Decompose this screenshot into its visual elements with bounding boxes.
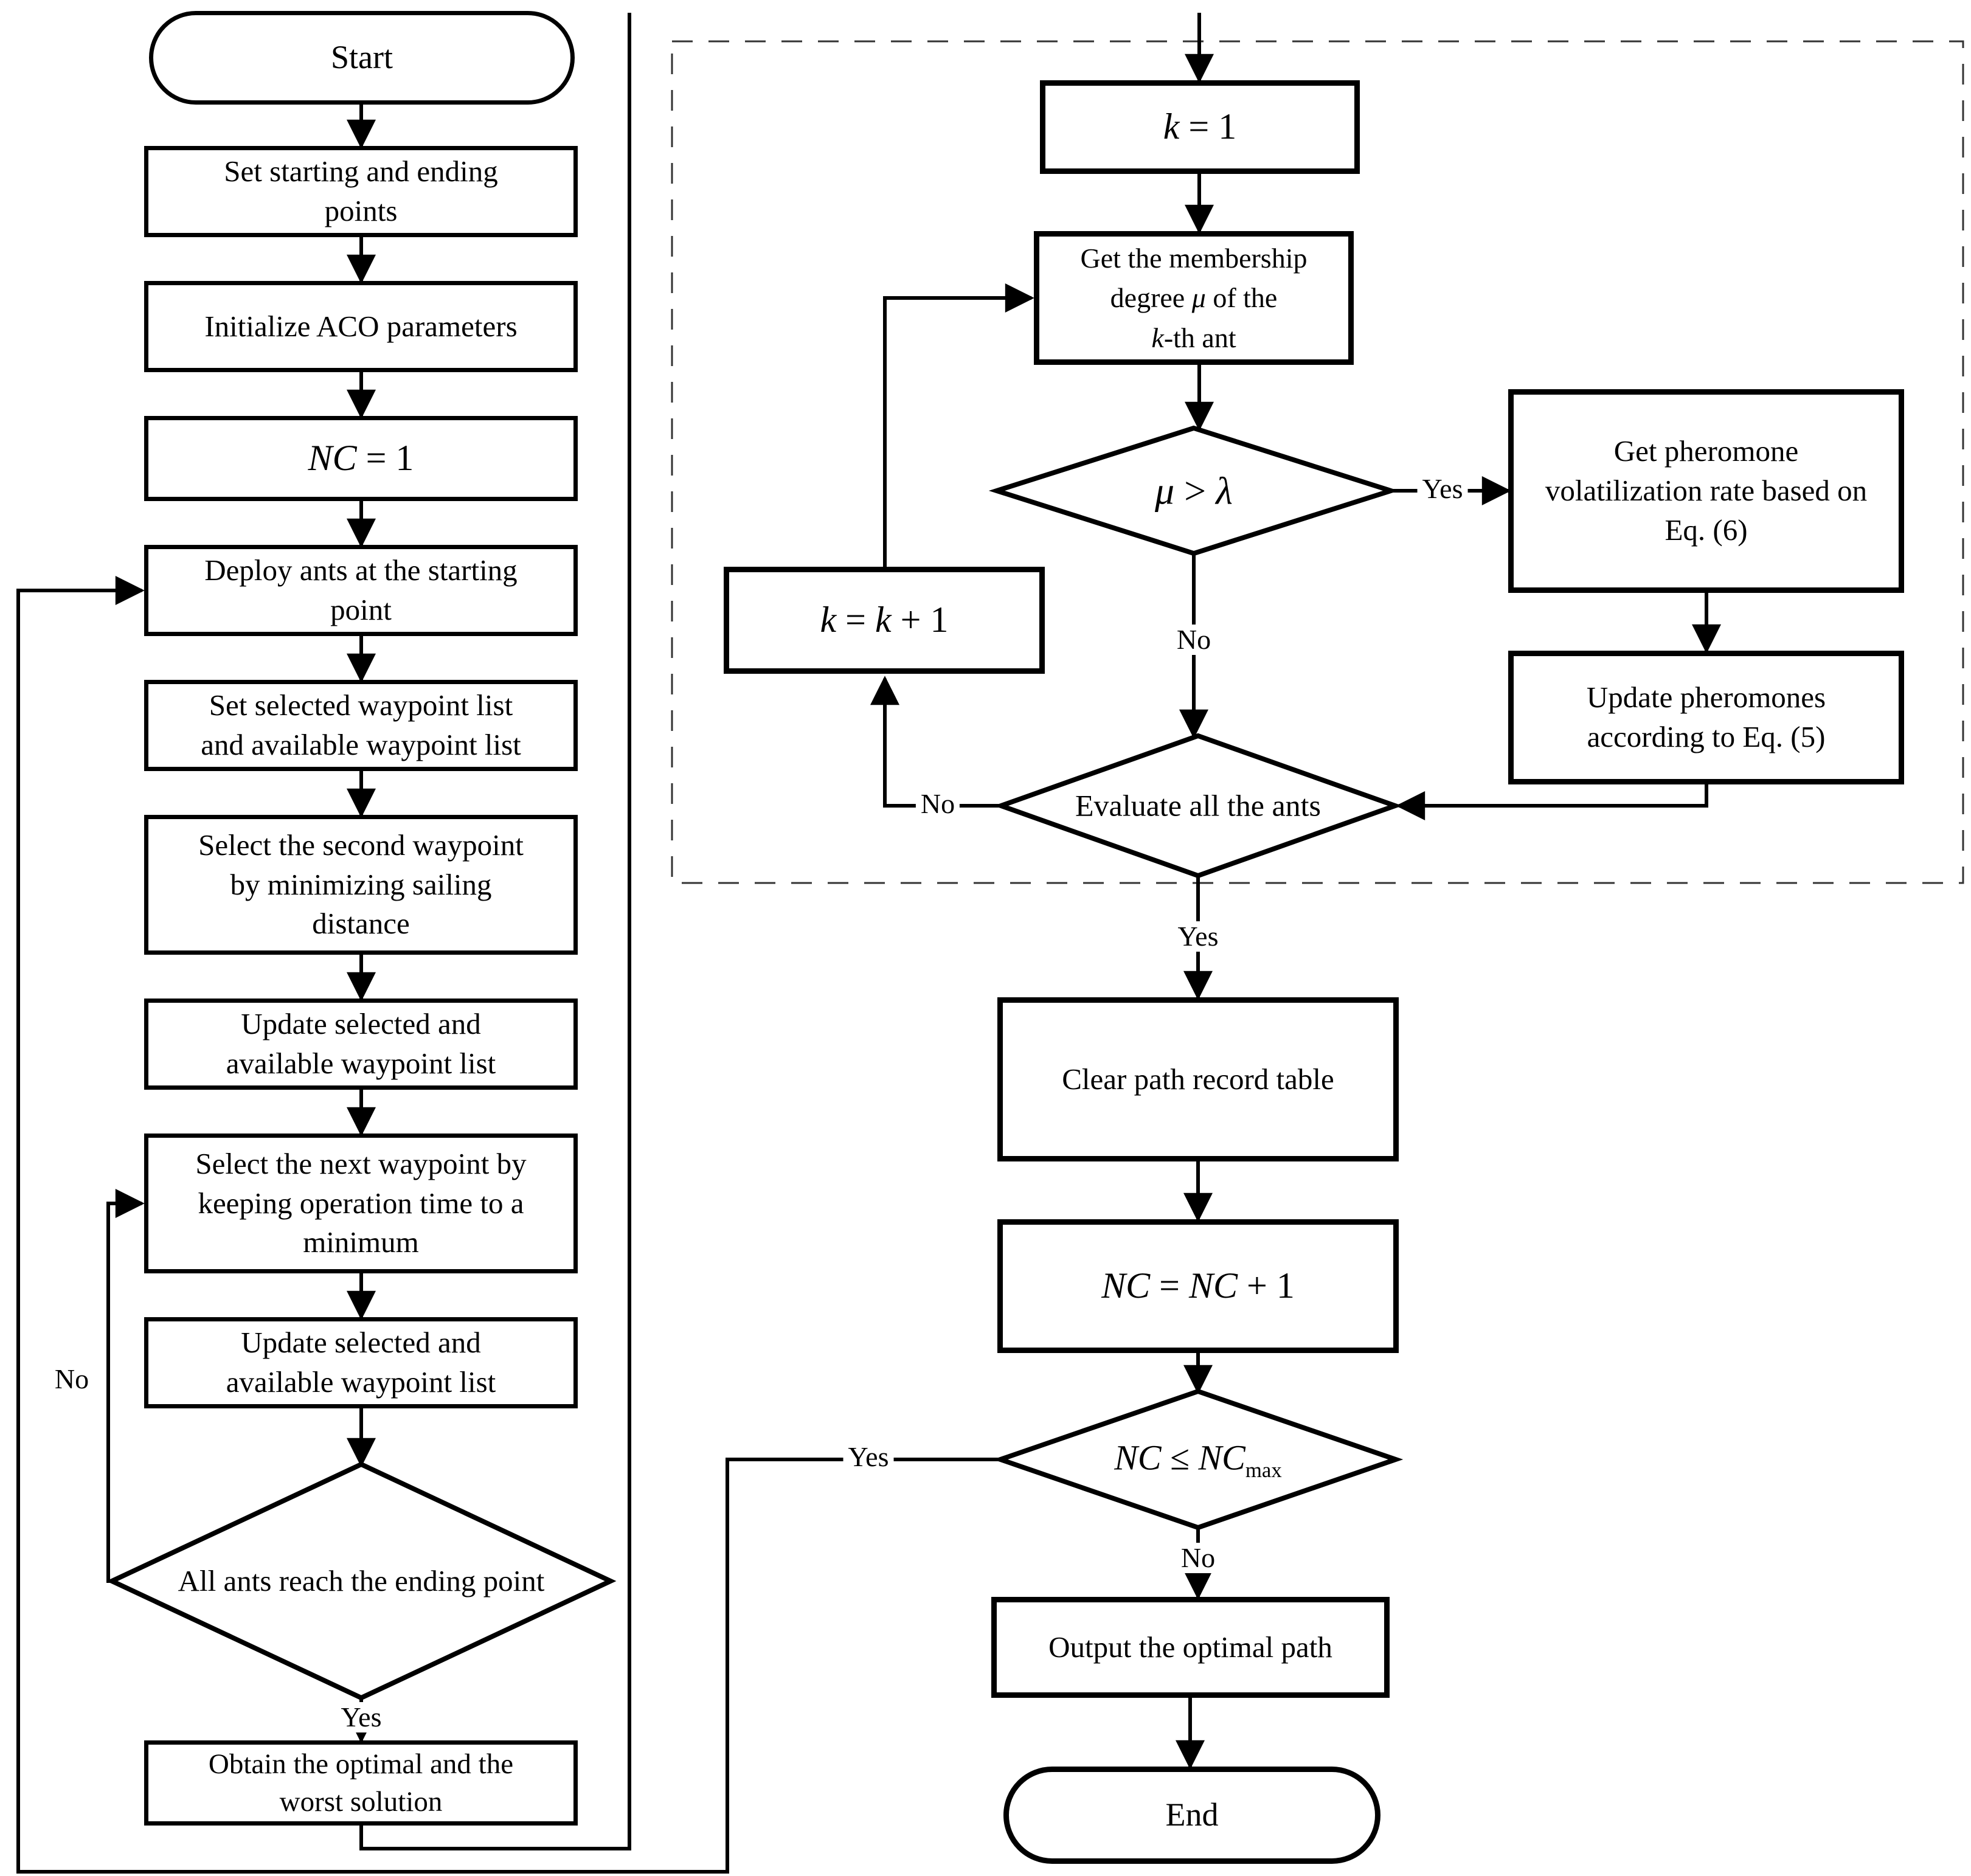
node-update-pheromones: Update pheromones according to Eq. (5) bbox=[1508, 651, 1904, 784]
var-mu: μ bbox=[1191, 282, 1206, 314]
text-line: and available waypoint list bbox=[201, 728, 521, 761]
label-no-allants: No bbox=[54, 1363, 89, 1394]
var-k: k bbox=[820, 600, 837, 640]
node-get-membership: Get the membership degree μ of the k-th … bbox=[1034, 231, 1354, 365]
var-nc: NC bbox=[1114, 1438, 1162, 1478]
text-line: All ants reach the ending point bbox=[178, 1564, 545, 1598]
node-select-second-waypoint: Select the second waypoint by minimizing… bbox=[144, 815, 578, 955]
node-update-lists-1: Update selected and available waypoint l… bbox=[144, 999, 578, 1090]
text-line: Deploy ants at the starting bbox=[204, 553, 518, 587]
edge-allants-no-loop bbox=[106, 1189, 145, 1583]
diamond-mu-gt-lambda bbox=[988, 425, 1399, 556]
diamond-all-ants-label: All ants reach the ending point bbox=[121, 1562, 601, 1601]
edge-evaluate-no-kk1 bbox=[870, 676, 1001, 808]
edge-obtain-feedback-up bbox=[359, 13, 631, 1850]
diamond-evaluate-all-ants bbox=[994, 733, 1402, 879]
diamond-evaluate-label: Evaluate all the ants bbox=[1028, 786, 1368, 826]
node-deploy-ants: Deploy ants at the starting point bbox=[144, 545, 578, 636]
label-yes-ncmax: Yes bbox=[843, 1442, 894, 1472]
edge-updatepheromones-evaluate bbox=[1396, 784, 1708, 820]
node-clear-path-table: Clear path record table bbox=[997, 997, 1399, 1161]
label-yes-allants: Yes bbox=[336, 1702, 387, 1732]
text-line: Evaluate all the ants bbox=[1075, 788, 1321, 823]
text-line: available waypoint list bbox=[226, 1365, 496, 1399]
node-nc-increment: NC = NC + 1 bbox=[997, 1219, 1399, 1353]
var-k: k bbox=[1163, 106, 1180, 147]
label-no-ncmax: No bbox=[1176, 1543, 1221, 1573]
node-select-next-waypoint: Select the next waypoint by keeping oper… bbox=[144, 1134, 578, 1273]
text-line: Update selected and bbox=[241, 1326, 481, 1360]
text-line: Get pheromone bbox=[1613, 434, 1799, 468]
node-update-lists-2: Update selected and available waypoint l… bbox=[144, 1317, 578, 1408]
text-line: worst solution bbox=[279, 1786, 443, 1818]
text-line: Update selected and bbox=[241, 1007, 481, 1041]
edge-ncmax-yes-outer-loop bbox=[16, 576, 1000, 1874]
text-line: Obtain the optimal and the bbox=[208, 1748, 514, 1780]
text-line: volatilization rate based on bbox=[1545, 474, 1868, 508]
node-get-pheromone-rate: Get pheromone volatilization rate based … bbox=[1508, 389, 1904, 593]
var-nc: NC bbox=[1189, 1265, 1238, 1306]
node-set-waypoint-lists: Set selected waypoint list and available… bbox=[144, 680, 578, 771]
node-nc-1: NC = 1 bbox=[144, 416, 578, 501]
text-line: k-th ant bbox=[1151, 322, 1236, 353]
text-line: distance bbox=[312, 907, 410, 941]
node-output-optimal-path: Output the optimal path bbox=[991, 1597, 1390, 1698]
text-line: Initialize ACO parameters bbox=[204, 309, 518, 343]
node-k-1: k = 1 bbox=[1040, 80, 1360, 174]
text-line: according to Eq. (5) bbox=[1587, 720, 1826, 753]
text-line: Select the second waypoint bbox=[198, 828, 524, 862]
text-line: Output the optimal path bbox=[1048, 1630, 1332, 1664]
label-no-mulambda: No bbox=[1171, 625, 1216, 655]
eq-1: = 1 bbox=[356, 438, 414, 479]
text-line: Set starting and ending bbox=[224, 154, 498, 189]
subscript-max: max bbox=[1245, 1458, 1282, 1483]
var-nc: NC bbox=[1101, 1265, 1151, 1306]
text-line: k = k + 1 bbox=[820, 600, 949, 640]
text-line: Get the membership bbox=[1080, 243, 1308, 274]
node-start-label: Start bbox=[331, 39, 393, 76]
text-line: minimum bbox=[303, 1225, 419, 1259]
text-line: NC = NC + 1 bbox=[1101, 1265, 1295, 1306]
text-line: Eq. (6) bbox=[1664, 513, 1748, 547]
node-init-aco: Initialize ACO parameters bbox=[144, 281, 578, 372]
diamond-ncmax-label: NC ≤ NCmax bbox=[1114, 1435, 1282, 1484]
text-line: keeping operation time to a bbox=[198, 1186, 524, 1220]
text-line: μ > λ bbox=[1155, 469, 1233, 513]
text-line: k = 1 bbox=[1163, 103, 1236, 151]
text-line: points bbox=[324, 194, 398, 227]
text-line: point bbox=[330, 593, 392, 626]
eq-1: = 1 bbox=[1179, 106, 1237, 147]
text-line: degree μ of the bbox=[1110, 282, 1278, 314]
var-mu: μ bbox=[1155, 469, 1175, 513]
var-nc: NC bbox=[1198, 1438, 1245, 1478]
edge-kk1-membership bbox=[883, 283, 1034, 567]
label-yes-mulambda: Yes bbox=[1417, 474, 1468, 504]
text-line: by minimizing sailing bbox=[230, 867, 492, 901]
dashed-subprocess-border bbox=[671, 40, 1964, 884]
text-line: available waypoint list bbox=[226, 1047, 496, 1080]
node-obtain-solutions: Obtain the optimal and the worst solutio… bbox=[144, 1740, 578, 1826]
text-line: NC ≤ NCmax bbox=[1114, 1438, 1282, 1483]
node-end-label: End bbox=[1165, 1796, 1219, 1833]
var-k: k bbox=[875, 600, 892, 640]
node-start: Start bbox=[149, 11, 575, 105]
diamond-nc-le-ncmax bbox=[992, 1388, 1404, 1531]
diamond-all-ants-reach bbox=[106, 1461, 617, 1701]
text-line: Select the next waypoint by bbox=[195, 1146, 527, 1180]
text-line: Set selected waypoint list bbox=[209, 688, 513, 722]
label-yes-evaluate: Yes bbox=[1173, 921, 1224, 952]
text-line: NC = 1 bbox=[308, 434, 414, 482]
node-set-points: Set starting and ending points bbox=[144, 146, 578, 237]
text-line: Update pheromones bbox=[1586, 680, 1826, 715]
var-nc: NC bbox=[308, 438, 357, 479]
node-end: End bbox=[1003, 1767, 1380, 1864]
var-k: k bbox=[1151, 322, 1164, 353]
text-line: Clear path record table bbox=[1062, 1062, 1334, 1096]
node-k-k-plus-1: k = k + 1 bbox=[724, 567, 1045, 674]
label-no-evaluate: No bbox=[915, 789, 960, 819]
var-lambda: λ bbox=[1216, 469, 1233, 513]
diamond-mu-lambda-label: μ > λ bbox=[1155, 465, 1233, 516]
